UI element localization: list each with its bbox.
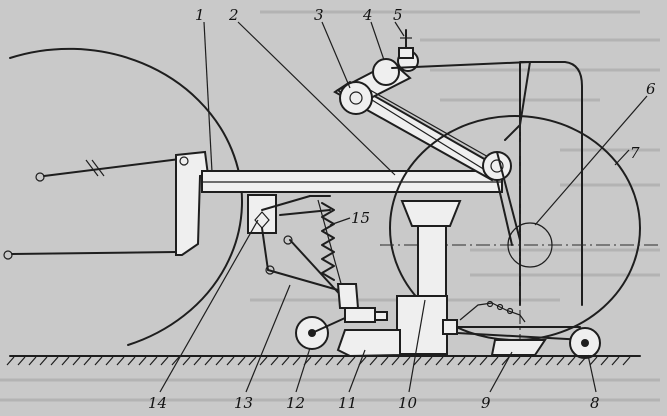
ground-hatch-mark [83,356,92,366]
rear-wheel [569,327,601,359]
ground-hatch-mark [39,356,48,366]
ground-hatch-mark [490,356,499,366]
ground-hatch-mark [6,356,15,366]
ground-hatch-mark [424,356,433,366]
ground-hatch-mark [72,356,81,366]
ground-hatch-mark [468,356,477,366]
label-11: 11 [338,394,357,412]
ground-hatch-mark [17,356,26,366]
label-15: 15 [351,209,370,227]
ground-hatch-mark [171,356,180,366]
ground-hatch-mark [182,356,191,366]
ground-hatch-mark [193,356,202,366]
label-4: 4 [362,6,373,24]
ground-hatch-mark [237,356,246,366]
ground-hatch-mark [314,356,323,366]
ground-hatch-mark [204,356,213,366]
ground-hatch-mark [347,356,356,366]
ground-hatch-mark [391,356,400,366]
ground-hatch-mark [446,356,455,366]
ground-hatch-mark [28,356,37,366]
ground-hatch-mark [325,356,334,366]
ground-hatch-mark [50,356,59,366]
label-13: 13 [234,394,253,412]
ground-hatch-mark [336,356,345,366]
ground-hatch-mark [116,356,125,366]
ground-hatch-mark [622,356,631,366]
callout-labels: 1 2 3 4 5 6 7 8 9 10 11 12 13 14 15 [148,6,656,412]
ground-hatch-mark [226,356,235,366]
ground-hatch-mark [402,356,411,366]
belt-drive [482,151,553,268]
ground-hatch-mark [413,356,422,366]
hopper-tube [396,200,462,355]
left-linkage [3,158,181,260]
ground-hatch-mark [259,356,268,366]
ground-hatch-mark [61,356,70,366]
label-8: 8 [590,394,600,412]
ground-line [6,355,641,366]
label-5: 5 [393,6,403,24]
ground-hatch-mark [369,356,378,366]
label-7: 7 [630,144,640,162]
ground-hatch-mark [545,356,554,366]
ground-hatch-mark [567,356,576,366]
ground-hatch-mark [523,356,532,366]
ground-hatch-mark [215,356,224,366]
ground-hatch-mark [105,356,114,366]
ground-hatch-mark [138,356,147,366]
ground-hatch-mark [589,356,598,366]
ground-hatch-mark [380,356,389,366]
label-3: 3 [314,6,324,24]
background-texture [0,10,660,402]
label-14: 14 [148,394,167,412]
ground-hatch-mark [149,356,158,366]
ground-hatch-mark [457,356,466,366]
ground-hatch-mark [94,356,103,366]
lower-linkage [247,194,388,323]
ground-hatch-mark [292,356,301,366]
ground-hatch-mark [534,356,543,366]
ground-hatch-mark [479,356,488,366]
ground-hatch-mark [127,356,136,366]
hitch-bracket [175,150,210,256]
left-wheel-arc [9,47,243,346]
ground-hatch-mark [160,356,169,366]
ground-hatch-mark [611,356,620,366]
ground-hatch-mark [600,356,609,366]
ground-hatch-mark [270,356,279,366]
ground-hatch-mark [578,356,587,366]
leader-lines [159,21,648,393]
label-1: 1 [195,6,205,24]
label-6: 6 [646,80,656,98]
label-9: 9 [481,394,491,412]
ground-hatch-mark [281,356,290,366]
depth-wheel [295,316,346,350]
ground-hatch-mark [248,356,257,366]
upper-housing [391,61,531,141]
ground-hatch-mark [435,356,444,366]
ground-hatch-mark [556,356,565,366]
upper-drive-unit [336,29,419,115]
label-12: 12 [286,394,305,412]
label-2: 2 [228,6,239,24]
label-10: 10 [398,394,418,412]
ground-hatch-mark [512,356,521,366]
opener-shoe [336,329,401,358]
press-assembly [442,300,586,356]
